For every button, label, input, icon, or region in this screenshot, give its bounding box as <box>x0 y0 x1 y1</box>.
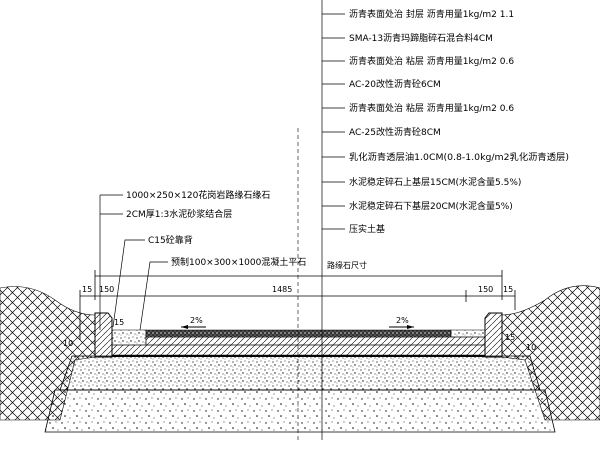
left-gutter <box>111 329 147 346</box>
slope-arrowhead-left <box>181 325 188 329</box>
dim-right-curb: 150 <box>478 285 493 294</box>
dim-roadway: 1485 <box>272 285 292 294</box>
layer-label: AC-25改性沥青砼8CM <box>349 126 441 138</box>
layer-leaders <box>322 13 345 230</box>
slope-right: 2% <box>396 316 409 325</box>
curb-label: 1000×250×120花岗岩路缘石缘石 <box>126 189 270 201</box>
dim-curb-height-right: 15 <box>505 333 515 342</box>
dimension-lines <box>79 270 516 340</box>
gutter-note: 路缘石尺寸 <box>327 260 367 270</box>
slope-left: 2% <box>190 316 203 325</box>
subbase-layer <box>44 389 556 433</box>
left-curb <box>94 312 113 358</box>
layer-label: SMA-13沥青玛蹄脂碎石混合料4CM <box>349 32 493 44</box>
layer-label: 沥青表面处治 封层 沥青用量1kg/m2 1.1 <box>349 8 514 20</box>
layer-label: 乳化沥青透层油1.0CM(0.8-1.0kg/m2乳化沥青透层) <box>349 151 569 163</box>
base-layer <box>59 355 541 391</box>
right-curb <box>484 312 503 358</box>
gutter-label: 预制100×300×1000混凝土平石 <box>171 256 306 268</box>
right-gutter <box>450 329 486 338</box>
asphalt-middle <box>145 336 486 346</box>
dim-left-gap: 10 <box>63 339 73 348</box>
asphalt-lower <box>111 344 486 356</box>
dim-left-offset: 15 <box>82 285 92 294</box>
layer-label: 水泥稳定碎石上基层15CM(水泥含量5.5%) <box>349 176 521 188</box>
asphalt-surface <box>145 329 452 338</box>
mortar-label: 2CM厚1:3水泥砂浆结合层 <box>126 208 232 220</box>
layer-label: 沥青表面处治 粘层 沥青用量1kg/m2 0.6 <box>349 102 514 114</box>
layer-label: 压实土基 <box>349 223 385 235</box>
layer-label: AC-20改性沥青砼6CM <box>349 78 441 90</box>
dim-right-gap: 10 <box>526 343 536 352</box>
layer-label: 水泥稳定碎石下基层20CM(水泥含量5%) <box>349 200 513 212</box>
dim-curb-height-left: 15 <box>114 318 124 327</box>
slope-arrowhead-right <box>407 325 414 329</box>
curb-leaders <box>99 194 168 331</box>
layer-label: 沥青表面处治 粘层 沥青用量1kg/m2 0.6 <box>349 55 514 67</box>
backing-label: C15砼靠背 <box>148 234 193 246</box>
dim-right-offset: 15 <box>503 285 513 294</box>
dim-left-curb: 150 <box>99 285 114 294</box>
